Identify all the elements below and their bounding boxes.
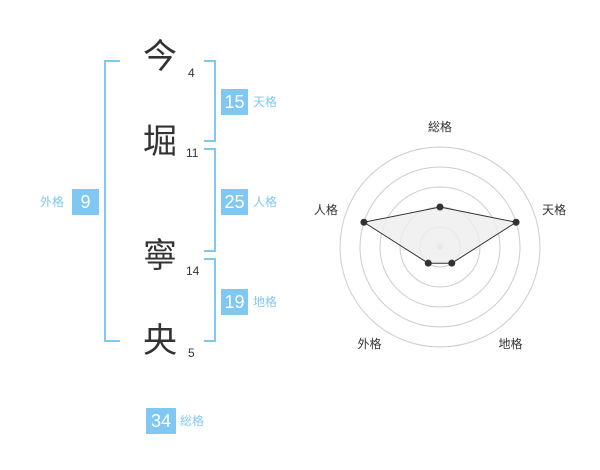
tenkaku-label: 天格 [253,95,278,109]
soukaku-badge: 34 [146,408,176,434]
chikaku-label: 地格 [253,295,278,309]
radar-axis-label-3: 地格 [498,336,522,351]
jinkaku-label: 人格 [253,195,278,209]
name-diagram: 今 4 堀 11 寧 14 央 5 15 天格 25 人格 19 地格 外格 9… [40,37,278,434]
stroke-count-1: 4 [188,66,195,80]
radar-axis-label-4: 外格 [357,336,381,351]
chikaku-badge: 19 [221,289,248,315]
stroke-count-3: 14 [186,264,200,278]
jinkaku-bracket [204,148,216,252]
radar-ring-5 [339,146,541,348]
soukaku-label: 総格 [180,414,205,428]
radar-polygon [362,206,518,264]
radar-shape [360,203,520,267]
chikaku-bracket [204,258,216,342]
tenkaku-bracket [204,60,216,142]
radar-axis-label-5: 人格 [314,202,338,217]
stroke-count-2: 11 [186,146,199,160]
gaikaku-badge: 9 [72,189,99,215]
stroke-count-4: 5 [188,346,195,360]
name-char-1: 今 [143,37,177,77]
gaikaku-label: 外格 [40,195,65,209]
name-char-2: 堀 [143,122,177,162]
radar-point-1 [436,203,444,211]
tenkaku-badge: 15 [221,89,248,115]
radar-point-5 [360,218,368,226]
radar-ring-4 [359,166,521,328]
radar-point-4 [424,259,432,267]
name-char-4: 央 [143,321,177,361]
gaikaku-bracket [104,60,120,342]
radar-point-3 [448,259,456,267]
radar-axis-label-1: 総格 [428,119,452,134]
radar-point-2 [512,218,520,226]
radar-ring-3 [379,186,501,308]
radar-axis-label-2: 天格 [542,202,566,217]
name-char-3: 寧 [143,236,177,276]
jinkaku-badge: 25 [221,189,248,215]
